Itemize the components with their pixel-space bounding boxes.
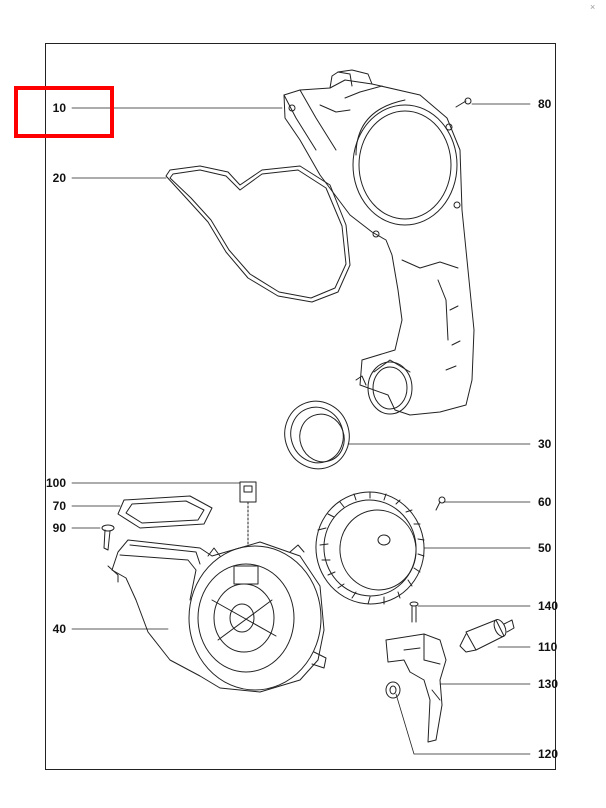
part-50-fan-wheel: [315, 491, 425, 605]
callout-110: 110: [538, 640, 558, 654]
part-140-screw: [409, 601, 419, 623]
callout-140: 140: [538, 599, 559, 613]
callout-10: 10: [52, 101, 66, 115]
callout-60: 60: [538, 495, 552, 509]
callout-80: 80: [538, 97, 552, 111]
part-80-screw: [455, 97, 472, 108]
callout-70: 70: [52, 499, 66, 513]
callout-40: 40: [52, 622, 66, 636]
callout-90: 90: [52, 521, 66, 535]
callout-120: 120: [538, 747, 559, 761]
corner-mark: ×: [590, 2, 596, 12]
part-110-sensor: [459, 619, 515, 653]
part-10-duct-housing: [283, 69, 475, 416]
part-60-screw: [435, 496, 446, 511]
leader-lines: [71, 103, 531, 755]
diagram-frame: [45, 43, 556, 770]
callout-30: 30: [538, 437, 552, 451]
part-120-nut: [385, 681, 401, 699]
callout-50: 50: [538, 541, 552, 555]
part-30-ring: [284, 400, 350, 470]
part-130-bracket: [385, 633, 447, 743]
part-90-screw: [101, 524, 115, 551]
part-70-gasket: [117, 495, 213, 529]
callout-20: 20: [52, 171, 66, 185]
callout-130: 130: [538, 677, 559, 691]
part-40-blower-housing: [107, 539, 327, 693]
part-100-connector: [239, 481, 257, 546]
highlight-box: [14, 86, 114, 138]
part-20-gasket: [165, 165, 351, 303]
callout-100: 100: [45, 476, 66, 490]
